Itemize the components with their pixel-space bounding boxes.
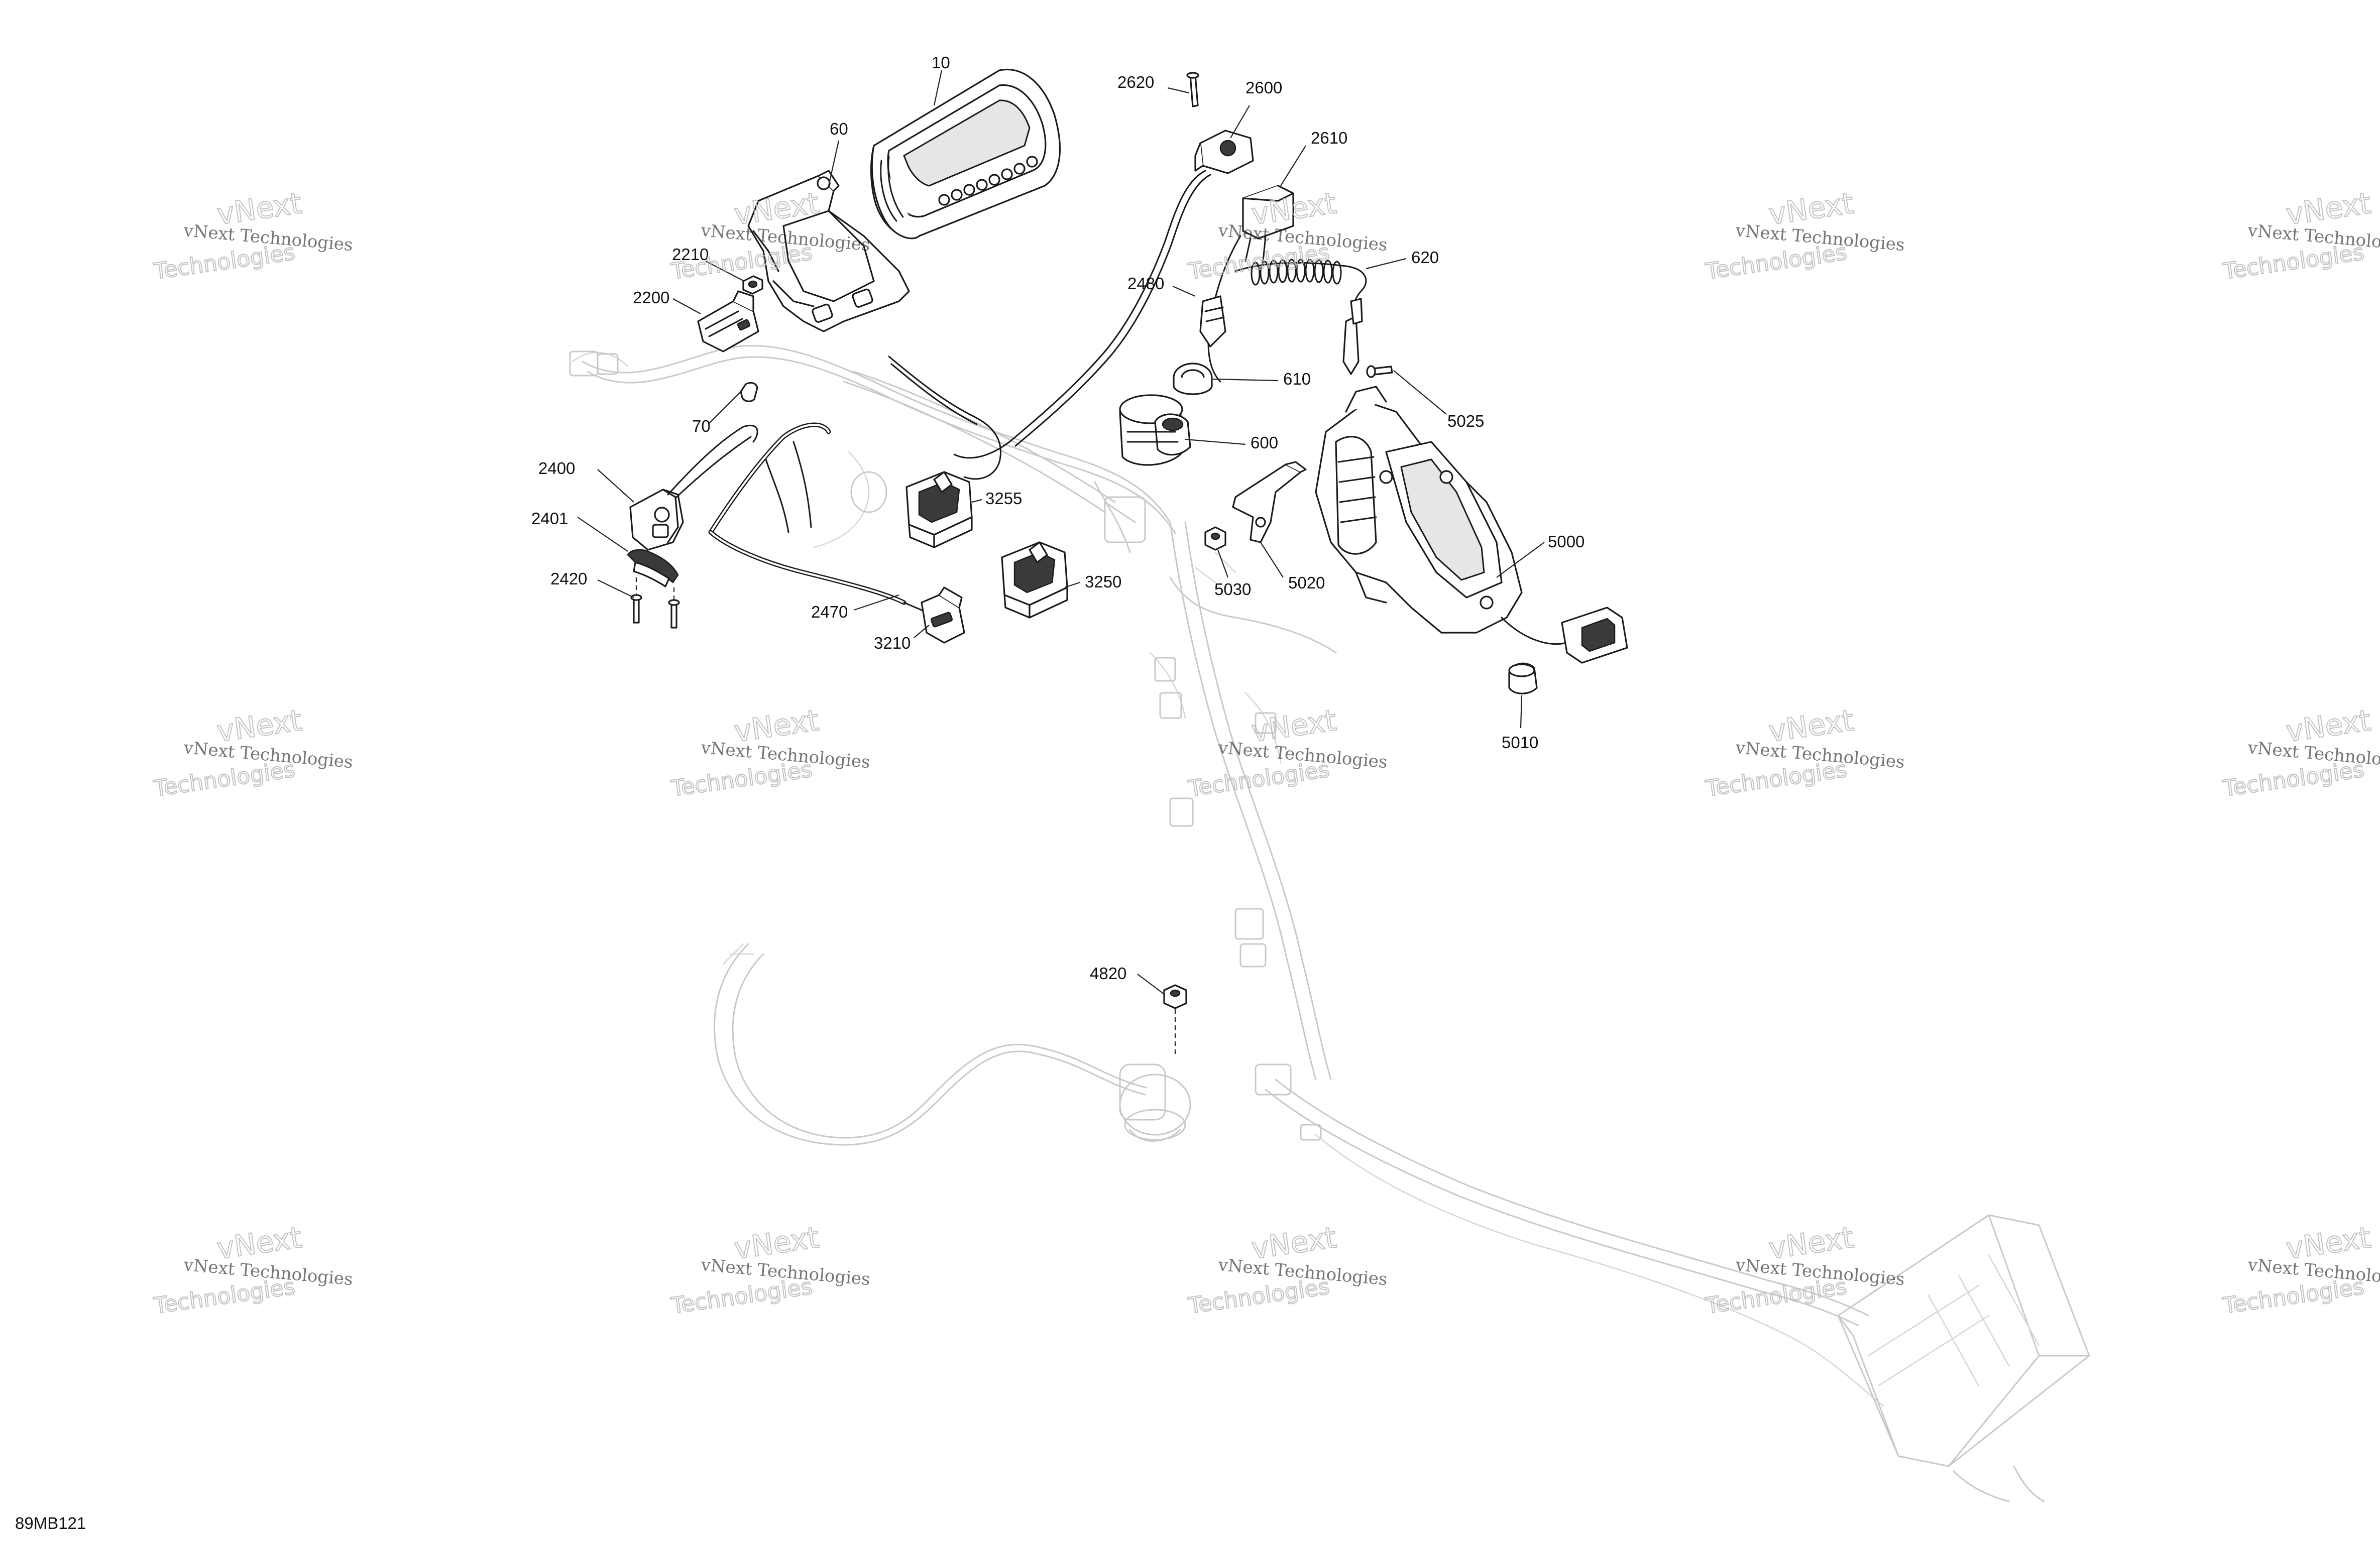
callout-3255: 3255 [985,489,1022,508]
callout-5020: 5020 [1288,573,1325,592]
callout-60: 60 [830,120,848,138]
callout-5000: 5000 [1548,532,1584,551]
callout-5030: 5030 [1214,580,1251,599]
part-2400-switch-housing [629,424,758,551]
part-2210-nut [742,275,763,295]
callout-2610: 2610 [1311,129,1347,147]
callout-2480: 2480 [1127,274,1164,293]
part-2600-switch-block [953,130,1254,459]
leader-lines [577,70,1545,995]
callout-labels: 10 60 2210 2200 70 2400 2401 2420 2470 3… [531,53,1584,983]
part-5000-module [1315,386,1628,664]
part-5020-bracket [1232,461,1307,543]
callout-2420: 2420 [550,569,587,588]
part-2620-screw [1167,72,1199,107]
callout-3250: 3250 [1085,572,1121,591]
callout-2620: 2620 [1117,73,1154,91]
part-3250-switch [1001,541,1068,619]
part-5030-nut [1204,526,1226,551]
part-610-grommet [1173,363,1213,395]
part-600-ignition-switch [1119,394,1191,466]
callout-2470: 2470 [811,603,848,621]
callout-2210: 2210 [672,245,709,264]
part-10-instrument-cluster [870,69,1061,240]
callout-5025: 5025 [1447,412,1484,430]
part-2470-harness [708,422,906,605]
part-2401-switch-lower-half [627,549,679,587]
part-620-coiled-cord [1234,259,1367,375]
part-2480-loom [888,235,1241,480]
part-3210-connector [903,586,965,644]
coil-loops [1251,259,1342,286]
part-2200-connector [697,290,759,352]
callout-4820: 4820 [1090,964,1126,983]
callout-600: 600 [1251,433,1278,452]
callout-10: 10 [932,53,950,72]
part-5010-grommet [1508,662,1538,694]
part-4820-nut [1163,984,1187,1054]
callout-70: 70 [692,417,711,435]
callout-2200: 2200 [633,288,669,307]
callout-610: 610 [1283,370,1311,388]
part-70-grommet [740,382,758,402]
part-3255-switch [905,471,973,548]
cluster-buttons [938,156,1038,206]
figure-code: 89MB121 [15,1514,86,1532]
watermarks: vNext Technologies vNext Technologies vN… [152,185,2380,1320]
part-2420-screws [630,577,680,629]
callout-2600: 2600 [1245,78,1282,97]
callout-3210: 3210 [874,634,911,652]
callout-2401: 2401 [531,509,568,528]
part-2610-connector [1242,185,1294,262]
part-60-cluster-support [747,170,910,332]
callout-2400: 2400 [538,459,575,478]
part-5025-screw [1366,365,1393,378]
callout-5010: 5010 [1502,733,1538,752]
callout-620: 620 [1411,248,1439,267]
